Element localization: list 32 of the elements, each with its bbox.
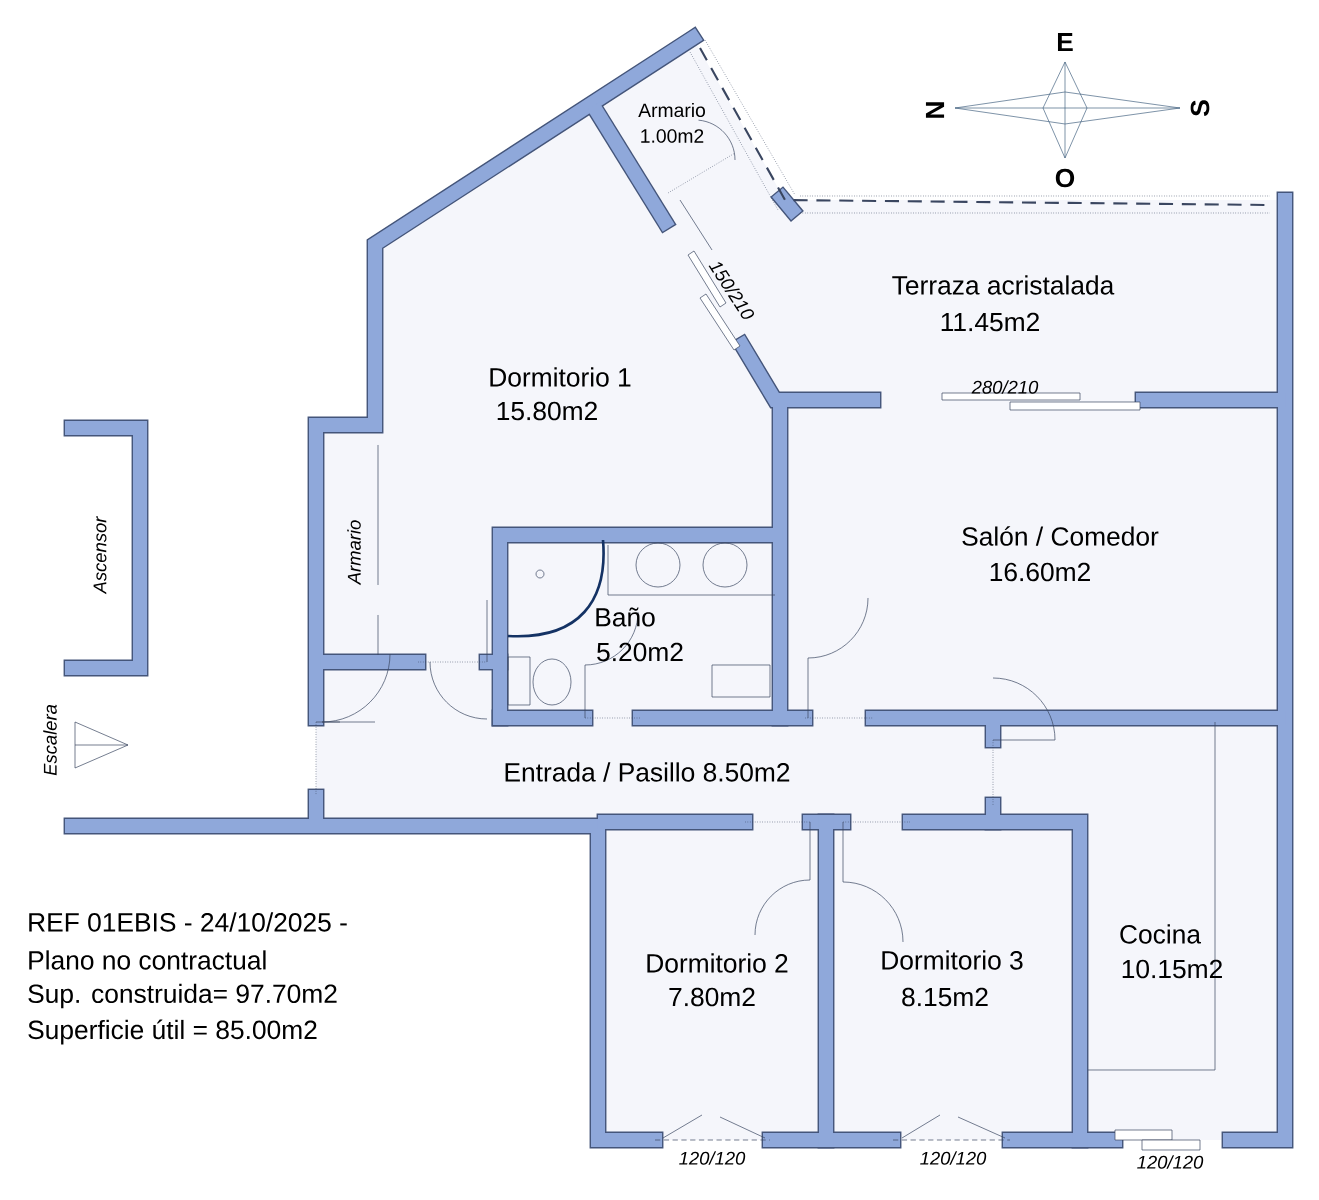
area-label: Ascensor [93,515,107,595]
room-label: 1.00m2 [641,129,704,143]
room-label: Dormitorio 3 [882,950,1023,970]
room-label: 11.45m2 [941,312,1039,332]
room-label: Terraza acristalada [892,275,1115,295]
room-label: Entrada / Pasillo 8.50m2 [505,762,790,782]
room-label: 5.20m2 [597,642,683,662]
dimension-label: 120/120 [1137,1155,1204,1169]
note-text: Sup. construida= 97.70m2 [28,983,337,1009]
room-label: 8.15m2 [902,987,988,1007]
room-label: 10.15m2 [1122,959,1222,979]
area-label: Armario [347,520,361,586]
room-label: Dormitorio 1 [490,367,631,387]
compass-letter: E [1058,32,1073,52]
note-text: Plano no contractual [29,950,266,970]
dimension-label: 120/120 [920,1151,987,1165]
room-label: 15.80m2 [497,401,597,421]
room-label: Salón / Comedor [962,526,1159,546]
compass-letter: N [925,102,945,118]
area-label: Escalera [43,704,57,776]
dimension-label: 280/210 [971,380,1039,394]
room-label: 16.60m2 [990,562,1090,582]
note-text: REF 01EBIS - 24/10/2025 - [29,912,347,932]
room-label: Baño [596,607,655,627]
room-label: Dormitorio 2 [647,953,788,973]
room-label: Cocina [1120,924,1201,944]
room-label: Armario [638,102,705,118]
room-label: 7.80m2 [669,987,755,1007]
dimension-label: 120/120 [679,1151,746,1165]
compass-letter: S [1190,100,1210,116]
note-text: Superficie útil = 85.00m2 [28,1019,317,1045]
compass-letter: O [1055,168,1075,188]
